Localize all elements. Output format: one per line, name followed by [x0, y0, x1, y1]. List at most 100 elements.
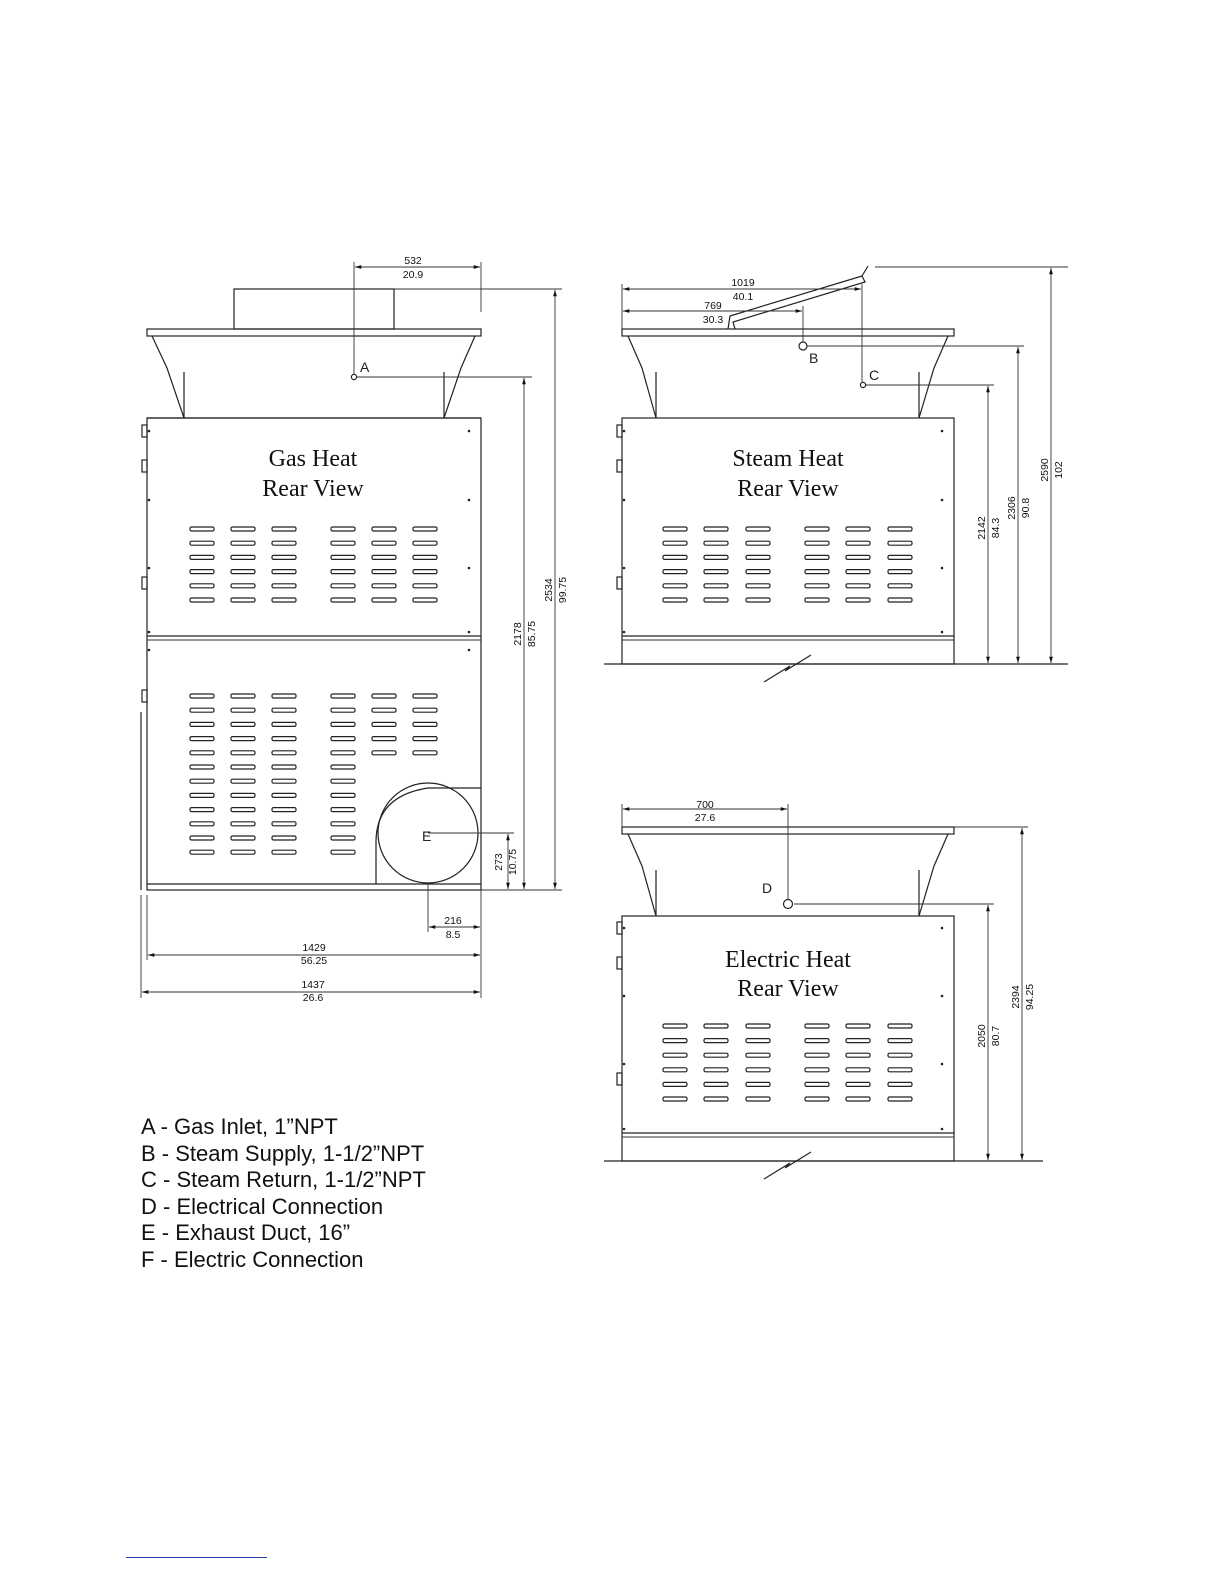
vent-slot	[804, 526, 830, 532]
dim-769-mm: 769	[704, 300, 722, 312]
vent-slot	[271, 597, 297, 603]
vent-slot	[745, 1037, 771, 1044]
vent-slot	[845, 526, 871, 532]
vent-slot	[804, 554, 830, 561]
electric-title-line2: Rear View	[737, 976, 839, 1002]
vent-slot	[887, 1037, 913, 1044]
vent-slot	[662, 540, 688, 546]
vent-slot	[804, 1023, 830, 1029]
vent-slot	[845, 583, 871, 589]
vent-slot	[189, 750, 215, 756]
vent-slot	[230, 721, 256, 728]
vent-slot	[804, 1037, 830, 1044]
dim-1429-mm: 1429	[302, 942, 326, 954]
vent-slot	[330, 750, 356, 756]
vent-slot	[804, 1052, 830, 1058]
vent-slot	[412, 750, 438, 756]
vent-slot	[271, 583, 297, 589]
vent-slot	[230, 750, 256, 756]
vent-slot	[330, 835, 356, 841]
vent-slot	[189, 568, 215, 575]
vent-slot	[804, 583, 830, 589]
vent-slot	[412, 568, 438, 575]
dim-1437-mm: 1437	[301, 979, 325, 991]
dim-273-mm: 273	[493, 853, 505, 871]
dim-2050-in: 80.7	[990, 1026, 1002, 1047]
vent-slot	[845, 554, 871, 561]
vent-slot	[412, 540, 438, 546]
vent-slot	[745, 1052, 771, 1058]
legend-item-d: D - Electrical Connection	[141, 1193, 384, 1219]
vent-slot	[371, 540, 397, 546]
vent-slot	[745, 526, 771, 532]
vent-slot	[230, 735, 256, 742]
vent-slot	[371, 568, 397, 575]
vent-slot	[703, 1023, 729, 1029]
vent-slot	[371, 750, 397, 756]
vent-slot	[887, 1067, 913, 1073]
vent-slot	[887, 568, 913, 575]
vent-slot	[189, 693, 215, 699]
vent-slot	[745, 1096, 771, 1102]
vent-slot	[189, 707, 215, 713]
gas-heat-rear-view: A E Gas Heat Rear View 532 20.9 2534 99.…	[140, 255, 569, 1004]
vent-slot	[804, 540, 830, 546]
vent-slot	[745, 1023, 771, 1029]
dim-1019-in: 40.1	[733, 291, 754, 303]
vent-slot	[412, 707, 438, 713]
vent-slot	[271, 735, 297, 742]
vent-slot	[271, 792, 297, 799]
dim-2590-in: 102	[1053, 461, 1065, 479]
vent-slot	[412, 597, 438, 603]
vent-slot	[745, 568, 771, 575]
vent-slot	[887, 554, 913, 561]
steam-title-line1: Steam Heat	[732, 446, 844, 472]
dim-2306-mm: 2306	[1006, 496, 1018, 520]
electric-title-line1: Electric Heat	[725, 947, 851, 973]
vent-slot	[703, 568, 729, 575]
vent-slot	[230, 778, 256, 784]
vent-slot	[371, 721, 397, 728]
dim-2534-in: 99.75	[557, 577, 569, 603]
dim-700-in: 27.6	[695, 812, 716, 824]
vent-slot	[887, 540, 913, 546]
vent-slot	[330, 693, 356, 699]
electric-vent-grille	[662, 1023, 913, 1102]
vent-slot	[845, 540, 871, 546]
vent-slot	[804, 1067, 830, 1073]
vent-slot	[662, 526, 688, 532]
vent-slot	[703, 1081, 729, 1088]
vent-slot	[230, 835, 256, 841]
vent-slot	[230, 526, 256, 532]
vent-slot	[703, 597, 729, 603]
vent-slot	[371, 693, 397, 699]
vent-slot	[662, 1067, 688, 1073]
dim-2178-in: 85.75	[526, 621, 538, 647]
vent-slot	[845, 1023, 871, 1029]
vent-slot	[230, 707, 256, 713]
vent-slot	[271, 821, 297, 827]
vent-slot	[189, 597, 215, 603]
legend-item-c: C - Steam Return, 1-1/2”NPT	[141, 1167, 426, 1192]
dim-2306-in: 90.8	[1020, 498, 1032, 519]
vent-slot	[230, 764, 256, 770]
vent-slot	[371, 554, 397, 561]
vent-slot	[330, 764, 356, 770]
dim-1019-mm: 1019	[731, 277, 755, 289]
vent-slot	[412, 583, 438, 589]
steam-vent-grille	[662, 526, 913, 603]
vent-slot	[845, 1037, 871, 1044]
vent-slot	[804, 568, 830, 575]
vent-slot	[703, 540, 729, 546]
vent-slot	[887, 597, 913, 603]
gas-title-line1: Gas Heat	[269, 446, 358, 472]
vent-slot	[230, 849, 256, 855]
vent-slot	[371, 597, 397, 603]
vent-slot	[371, 526, 397, 532]
vent-slot	[271, 778, 297, 784]
point-b-label: B	[809, 350, 818, 366]
vent-slot	[271, 526, 297, 532]
vent-slot	[703, 526, 729, 532]
dim-2142-mm: 2142	[976, 516, 988, 540]
vent-slot	[271, 554, 297, 561]
